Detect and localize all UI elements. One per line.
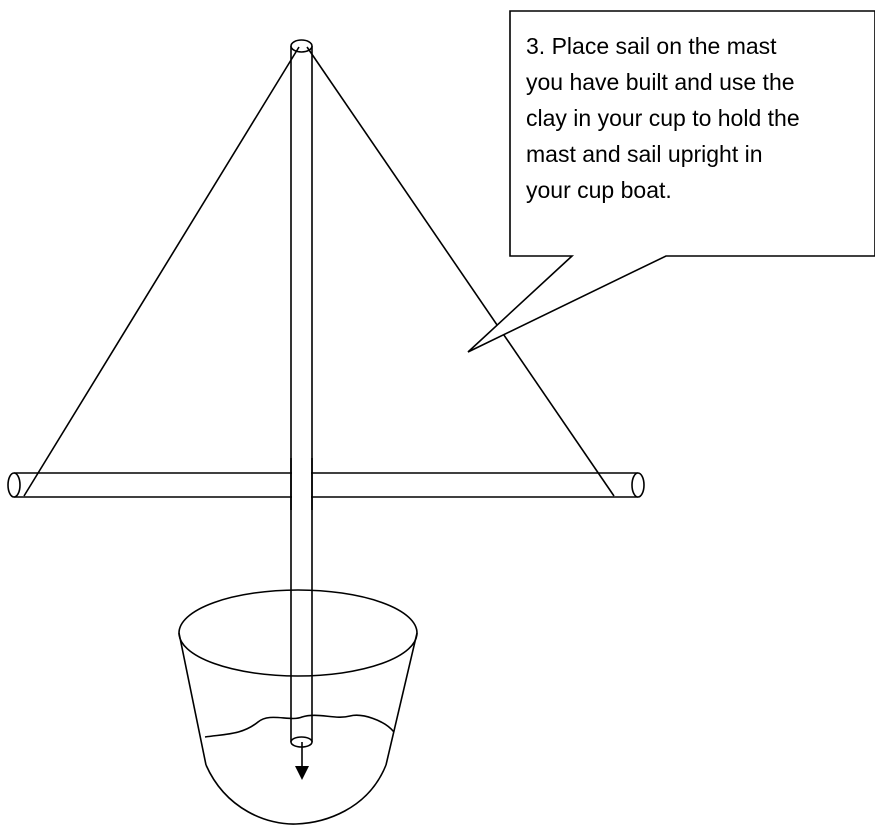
boom (7, 458, 645, 510)
sail-right-edge (306, 46, 615, 497)
sail (23, 46, 615, 497)
sail-left-edge (23, 46, 300, 497)
callout-box (467, 10, 875, 353)
mast-top-cap (290, 39, 313, 53)
callout-text: 3. Place sail on the mast you have built… (526, 33, 800, 203)
cup-left-wall (178, 632, 207, 766)
cup (178, 589, 418, 825)
boom-mast-gap (292, 471, 311, 499)
mast (290, 39, 313, 748)
cup-right-wall (385, 632, 418, 766)
boom-left-cap (7, 472, 21, 498)
down-arrow-icon (295, 742, 309, 780)
cup-bottom (205, 764, 387, 825)
boom-right-cap (631, 472, 645, 498)
cup-rim (178, 589, 418, 677)
callout-outline (467, 10, 875, 353)
clay-line (204, 714, 395, 738)
